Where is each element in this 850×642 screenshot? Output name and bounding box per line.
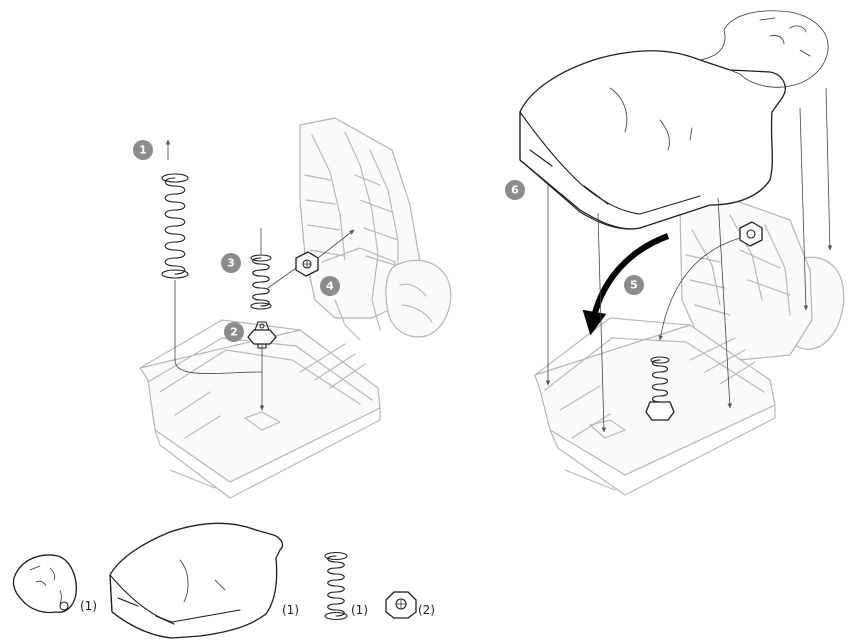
fold-down-arrow [582, 233, 670, 336]
valve-fitting-right [739, 221, 763, 247]
part-chest-skin: (1) [109, 522, 299, 639]
parts-list: (1) (1) (1) (2) [12, 522, 435, 639]
svg-text:3: 3 [227, 257, 235, 270]
step-badge-1: 1 [133, 140, 153, 160]
part-valve-fitting: (2) [385, 591, 435, 619]
svg-text:4: 4 [326, 280, 334, 293]
ghost-head [385, 259, 452, 338]
part-spring-qty: (1) [351, 603, 368, 617]
valve-fitting-lower [247, 321, 277, 349]
svg-text:5: 5 [630, 279, 638, 292]
spring-inserted [250, 254, 272, 310]
valve-move-arrow [658, 237, 741, 341]
step-badge-2: 2 [224, 322, 244, 342]
svg-text:1: 1 [139, 144, 147, 157]
fitting-arrow [317, 229, 355, 259]
spring-installed [645, 356, 675, 421]
svg-text:6: 6 [511, 184, 519, 197]
part-valve-fitting-qty: (2) [418, 603, 435, 617]
step-badge-5: 5 [624, 275, 644, 295]
ghost-base-tray [139, 319, 381, 499]
part-spring: (1) [324, 551, 368, 621]
valve-fitting-upper [295, 251, 319, 277]
step-badge-6: 6 [505, 180, 525, 200]
svg-text:2: 2 [230, 326, 238, 339]
step-badge-3: 3 [221, 253, 241, 273]
left-assembly-view [139, 117, 452, 499]
fitting-guide [267, 267, 297, 289]
torso-skin [519, 10, 829, 230]
spring-removed [161, 173, 189, 279]
drop-arrows [545, 87, 833, 433]
ghost-chest-frame-right [679, 194, 813, 361]
part-face-skin: (1) [12, 554, 97, 614]
right-assembly-view [519, 10, 845, 496]
step-badge-4: 4 [320, 276, 340, 296]
spring-guide-line [174, 280, 263, 374]
part-chest-skin-qty: (1) [282, 603, 299, 617]
part-face-skin-qty: (1) [80, 599, 97, 613]
